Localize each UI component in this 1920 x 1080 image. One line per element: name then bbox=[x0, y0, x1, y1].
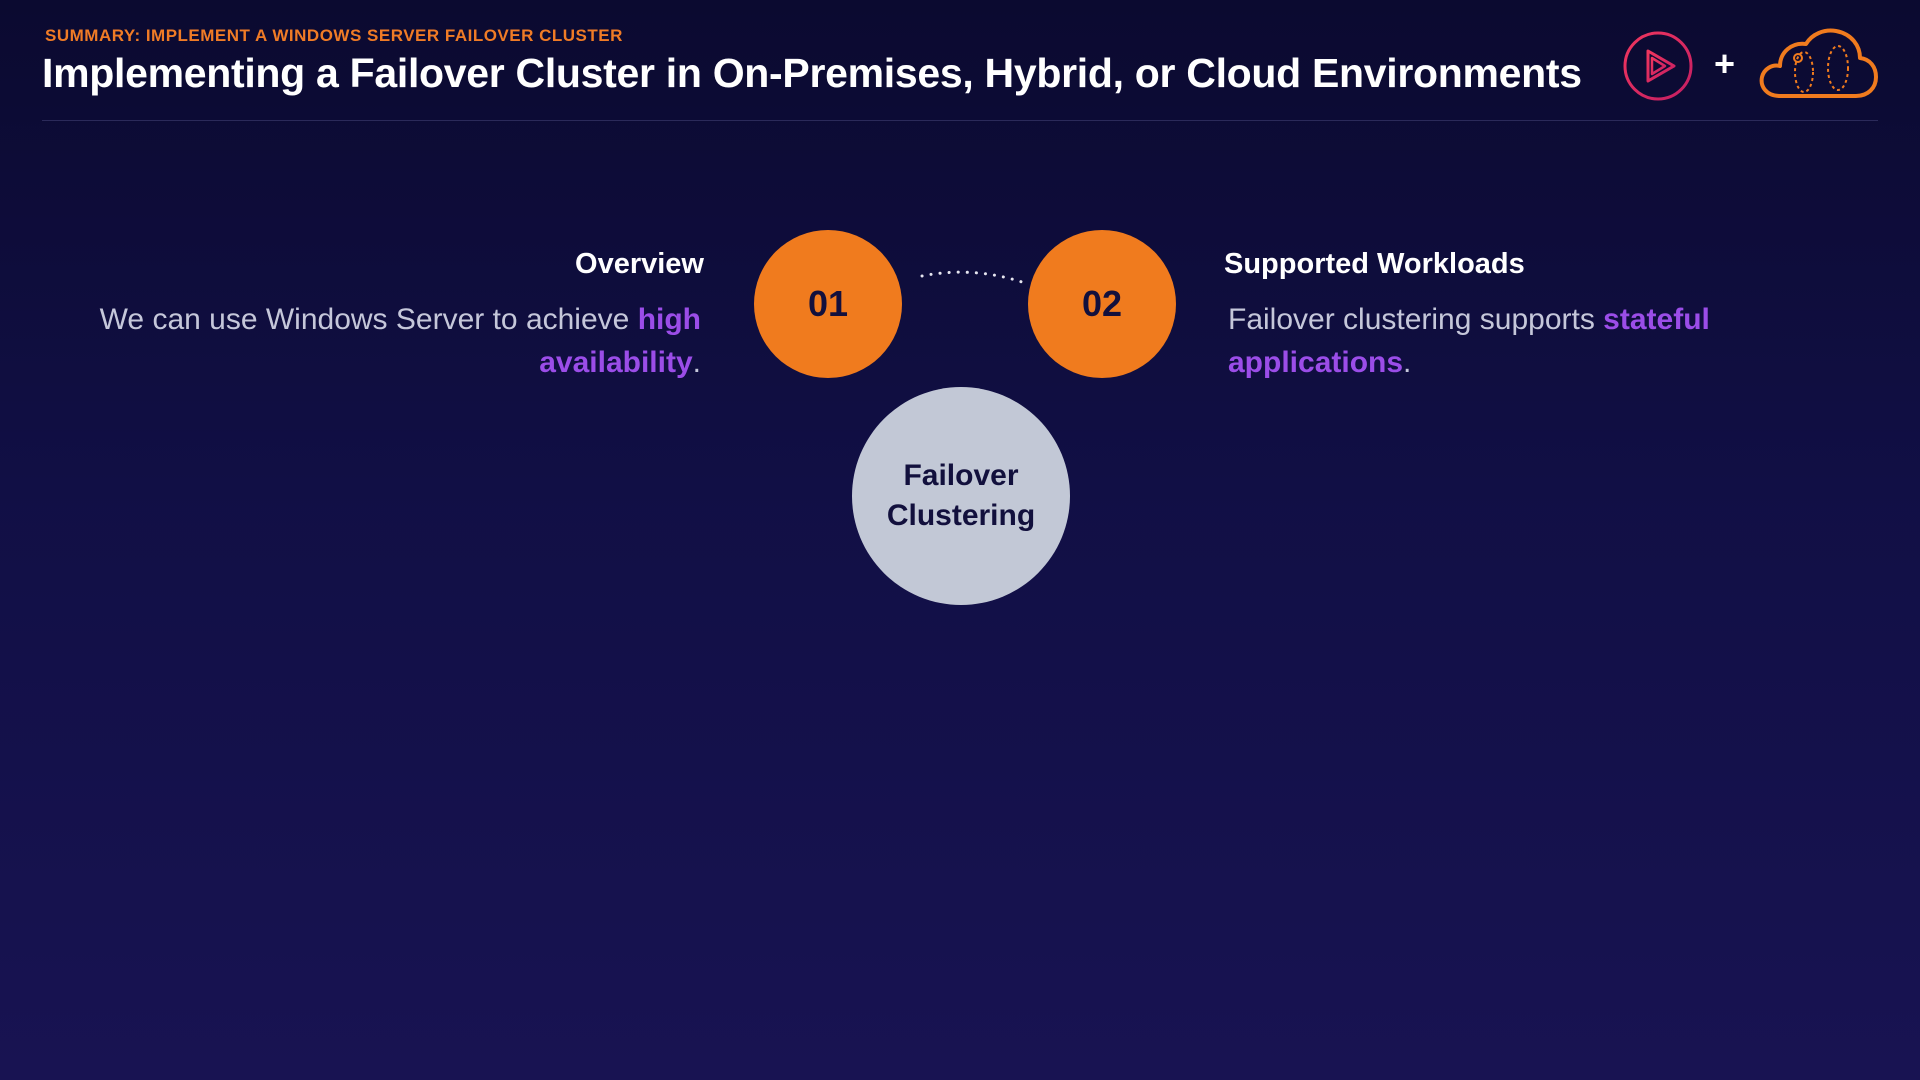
step-1-highlight: high availability bbox=[539, 303, 701, 379]
step-2-number-circle: 02 bbox=[1028, 230, 1176, 378]
header-divider bbox=[42, 120, 1878, 121]
step-2-description: Failover clustering supports stateful ap… bbox=[1228, 298, 1768, 384]
step-1-text: We can use Windows Server to achieve bbox=[99, 303, 638, 336]
step-2-highlight: stateful applications bbox=[1228, 303, 1710, 379]
failover-clustering-circle: Failover Clustering bbox=[852, 387, 1070, 605]
play-logo-icon bbox=[1623, 31, 1693, 101]
center-label-line2: Clustering bbox=[886, 499, 1036, 532]
step-1-title: Overview bbox=[575, 248, 704, 280]
cloud-icon bbox=[1759, 28, 1878, 98]
center-label-line1: Failover bbox=[903, 459, 1019, 492]
step-2-number: 02 bbox=[1081, 283, 1123, 324]
step-1-description: We can use Windows Server to achieve hig… bbox=[81, 298, 701, 384]
slide-title: Implementing a Failover Cluster in On-Pr… bbox=[42, 50, 1582, 96]
dotted-connector bbox=[920, 270, 1024, 284]
step-2-title: Supported Workloads bbox=[1224, 248, 1525, 280]
slide-header: Summary: Implement a Windows Server Fail… bbox=[42, 22, 1878, 122]
step-1-number: 01 bbox=[807, 283, 849, 324]
step-1-number-circle: 01 bbox=[754, 230, 902, 378]
step-2-text: Failover clustering supports bbox=[1228, 303, 1604, 336]
slide-kicker: Summary: Implement a Windows Server Fail… bbox=[45, 26, 623, 45]
step-2-text-end: . bbox=[1403, 346, 1412, 379]
center-label: Failover Clustering bbox=[887, 456, 1035, 536]
plus-sign: + bbox=[1714, 43, 1736, 84]
step-1-text-end: . bbox=[692, 346, 701, 379]
